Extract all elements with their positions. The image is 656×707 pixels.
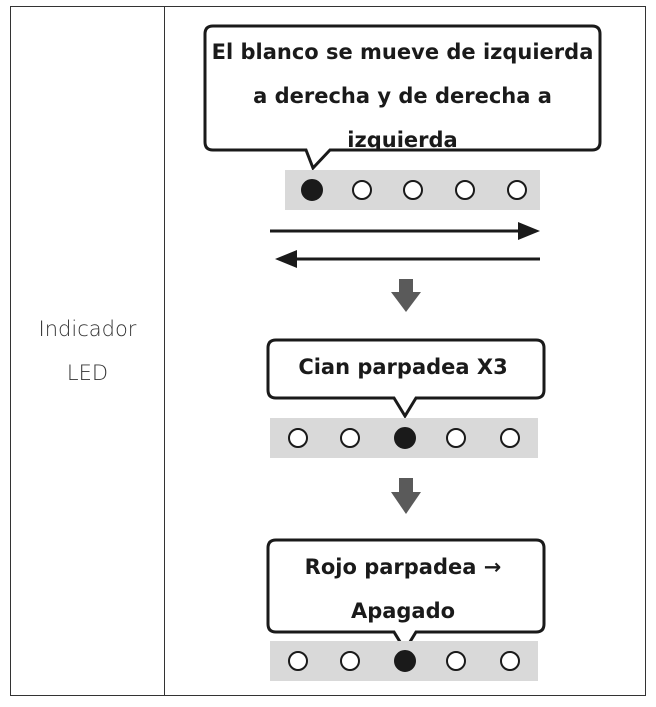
left-to-right-arrow-icon xyxy=(270,222,540,240)
row-label-cell: Indicador LED xyxy=(11,6,164,696)
bubble-1-line-1: El blanco se mueve de izquierda xyxy=(211,40,594,64)
right-to-left-arrow-icon xyxy=(275,250,540,268)
row-label: Indicador LED xyxy=(39,307,137,395)
led-off-icon xyxy=(500,428,520,448)
bubble-1-line-2: a derecha y de derecha a xyxy=(253,84,552,108)
led-on-icon xyxy=(301,179,323,201)
led-off-icon xyxy=(446,428,466,448)
led-off-icon xyxy=(340,428,360,448)
bubble-1-text: El blanco se mueve de izquierda a derech… xyxy=(205,30,600,162)
speech-bubble-1 xyxy=(203,24,602,171)
led-off-icon xyxy=(403,180,423,200)
down-arrow-icon xyxy=(391,279,421,312)
bubble-3-text: Rojo parpadea → Apagado xyxy=(268,545,538,633)
down-arrow-icon xyxy=(391,478,421,514)
led-off-icon xyxy=(288,428,308,448)
bubble-3-line-1: Rojo parpadea → xyxy=(304,555,502,579)
led-off-icon xyxy=(340,651,360,671)
bubble-1-line-3: izquierda xyxy=(347,128,458,152)
led-off-icon xyxy=(455,180,475,200)
led-off-icon xyxy=(446,651,466,671)
speech-bubble-2 xyxy=(266,338,546,419)
row-label-line-2: LED xyxy=(66,361,109,385)
led-off-icon xyxy=(507,180,527,200)
table-frame xyxy=(10,6,646,696)
bubble-2-text: Cian parpadea X3 xyxy=(298,355,508,379)
led-off-icon xyxy=(500,651,520,671)
led-off-icon xyxy=(288,651,308,671)
led-on-icon xyxy=(394,650,416,672)
led-off-icon xyxy=(352,180,372,200)
row-label-line-1: Indicador xyxy=(38,317,137,341)
led-on-icon xyxy=(394,427,416,449)
column-divider xyxy=(164,6,165,696)
bubble-3-line-2: Apagado xyxy=(350,599,456,623)
